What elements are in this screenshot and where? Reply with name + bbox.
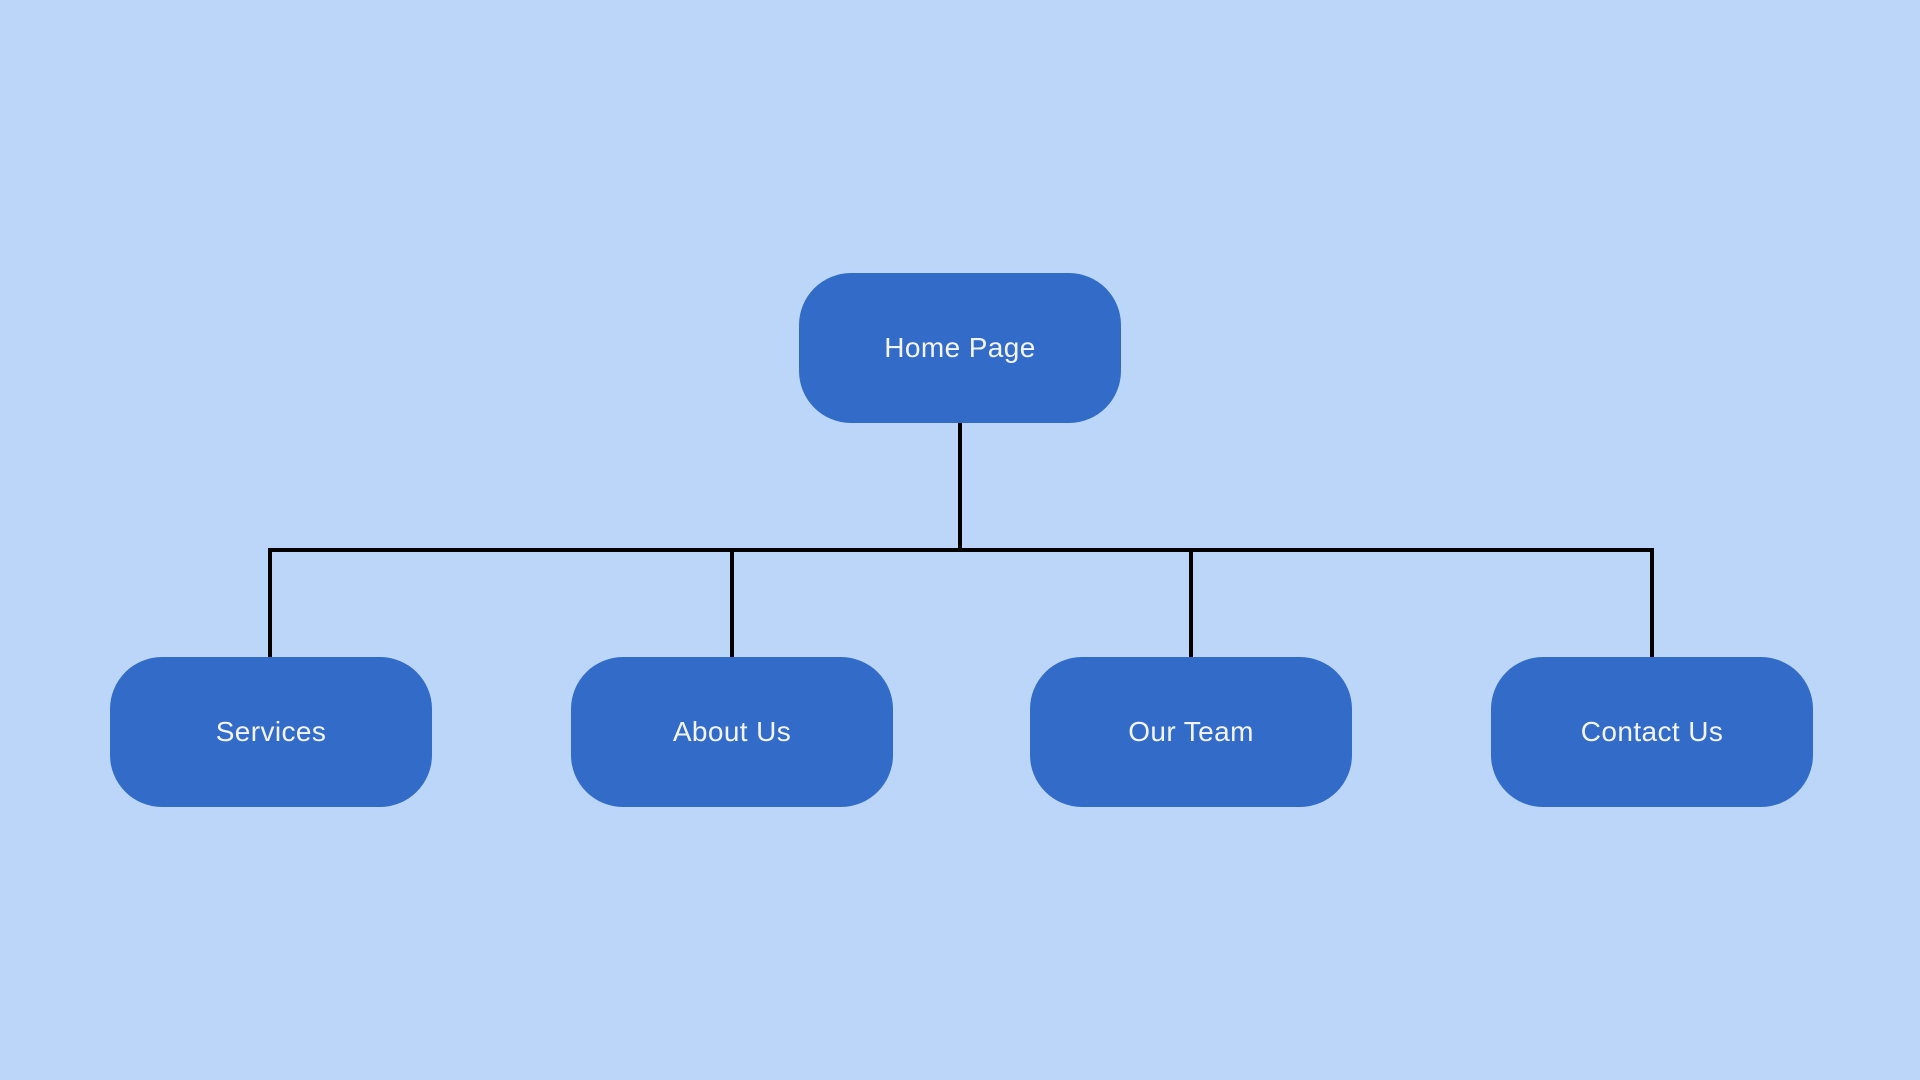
connector-root-stem <box>958 421 962 552</box>
node-contact-us[interactable]: Contact Us <box>1491 657 1813 807</box>
node-home-page-label: Home Page <box>884 332 1036 363</box>
node-services-label: Services <box>215 716 327 747</box>
node-about-us-label: About Us <box>672 716 792 747</box>
connector-horizontal-bar <box>268 548 1654 552</box>
node-our-team-label: Our Team <box>1128 716 1254 747</box>
node-home-page[interactable]: Home Page <box>799 273 1121 423</box>
connector-about-us-stem <box>730 548 734 658</box>
connector-contact-us-stem <box>1650 548 1654 658</box>
node-contact-us-label: Contact Us <box>1580 716 1724 747</box>
node-about-us[interactable]: About Us <box>571 657 893 807</box>
connector-services-stem <box>268 548 272 658</box>
node-our-team[interactable]: Our Team <box>1030 657 1352 807</box>
connector-our-team-stem <box>1189 548 1193 658</box>
node-services[interactable]: Services <box>110 657 432 807</box>
